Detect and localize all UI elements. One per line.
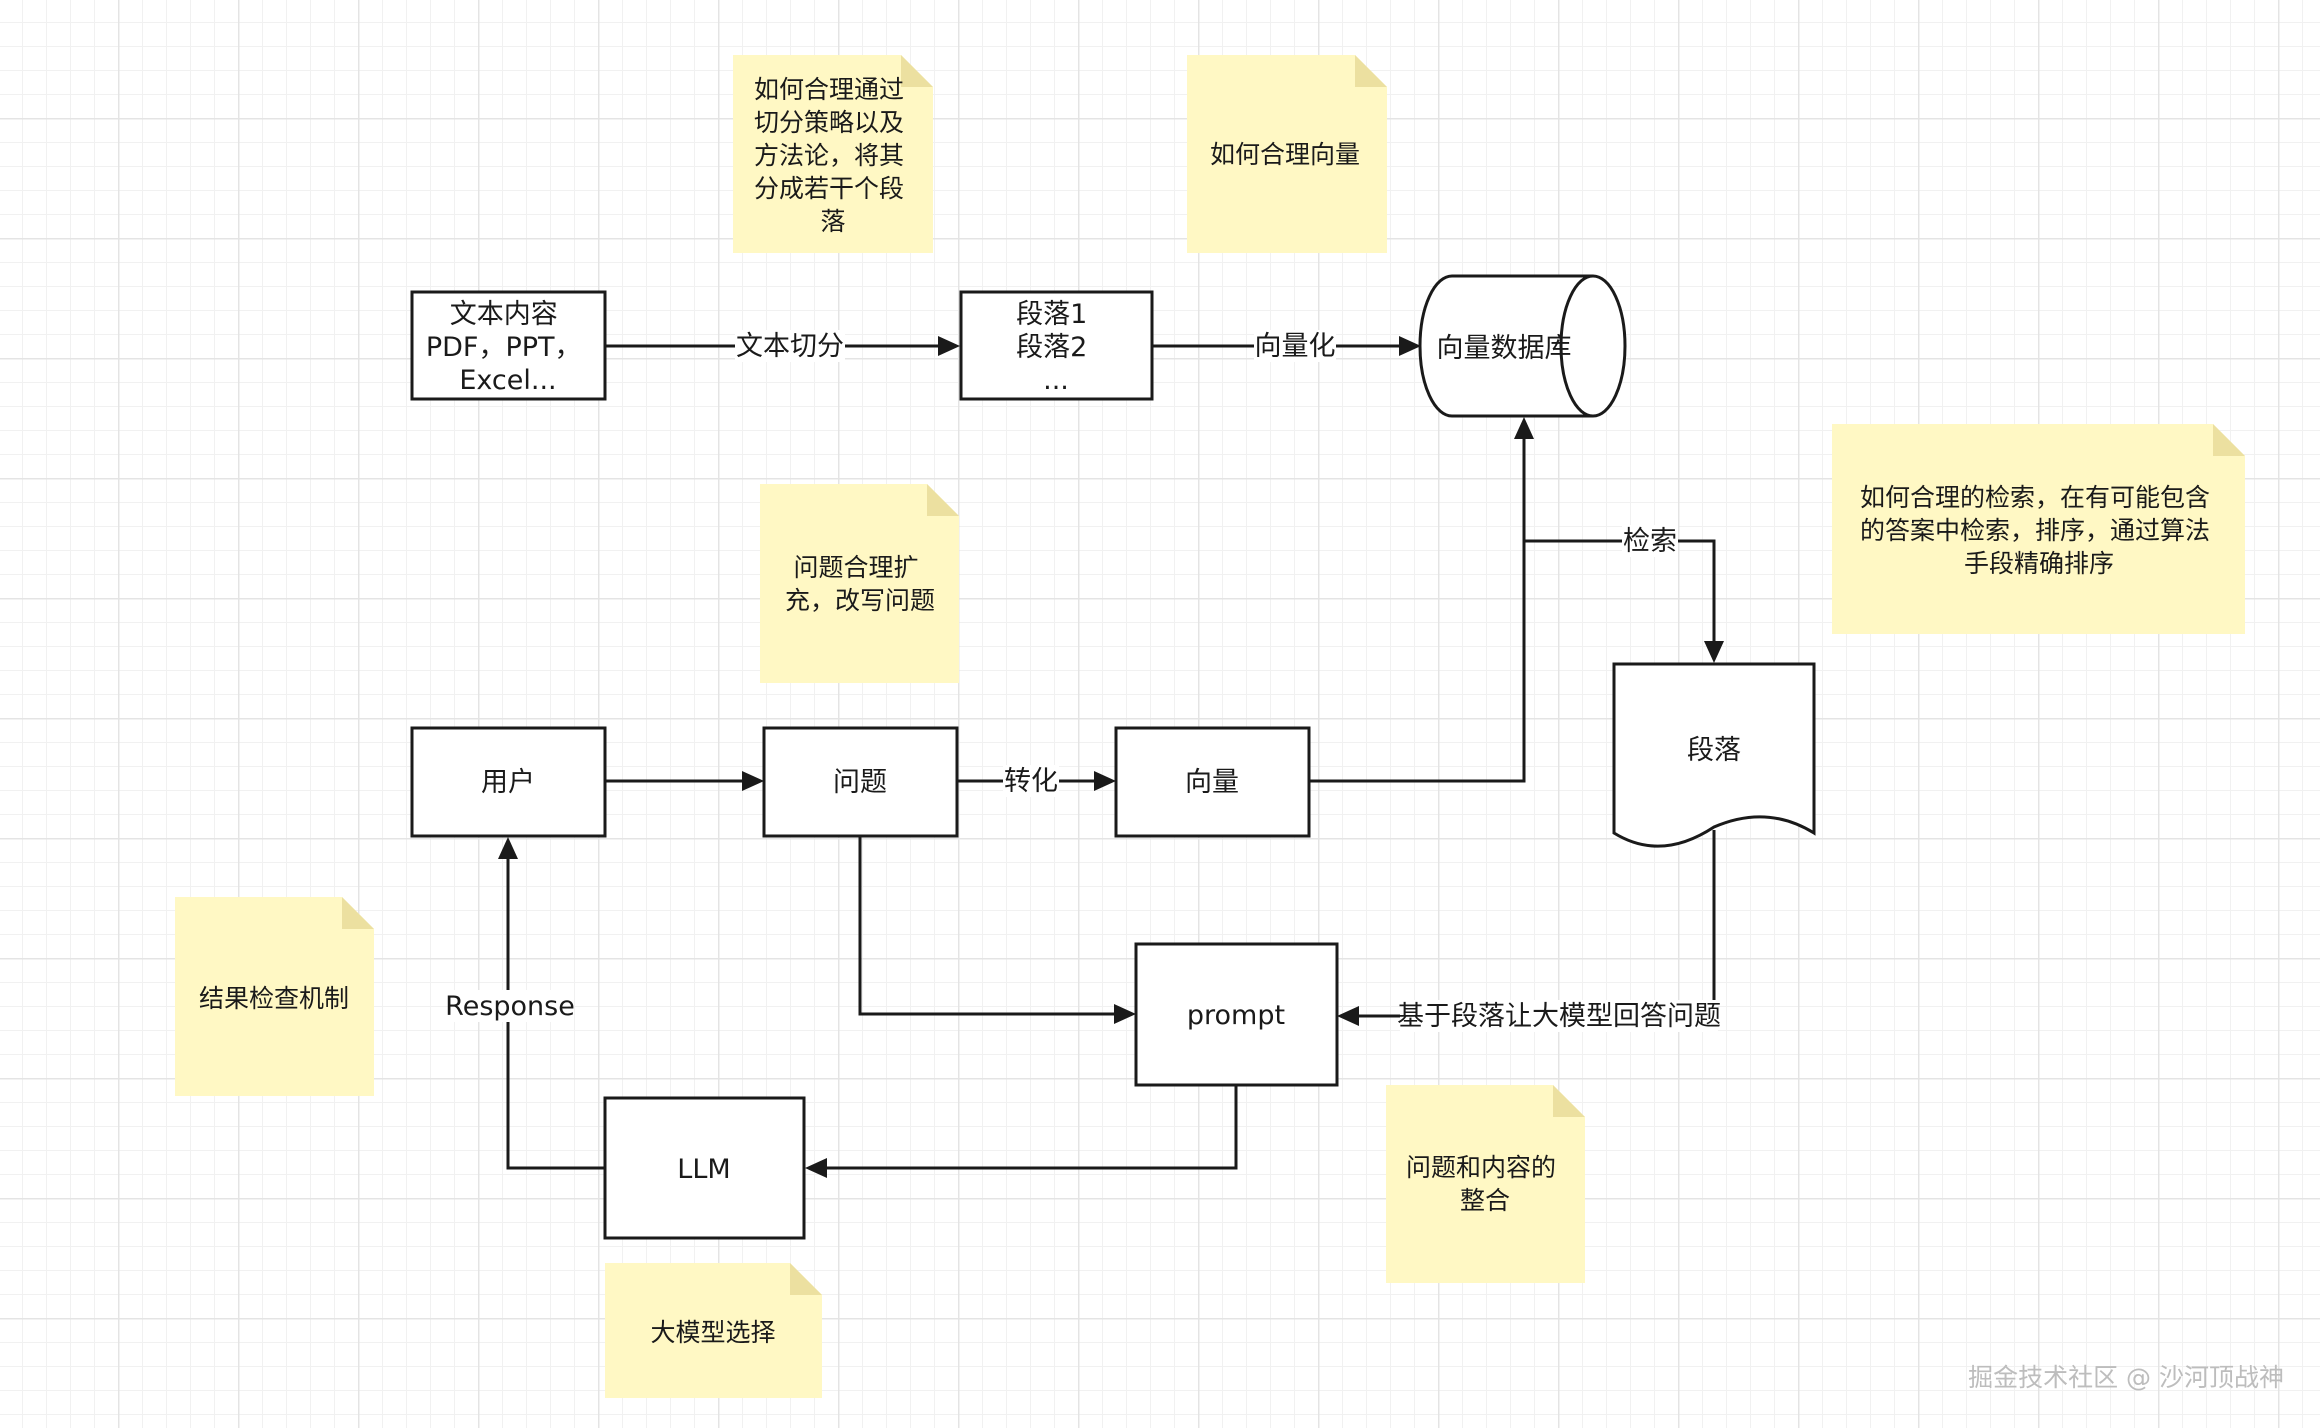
edge-answer-by-paragraph-label: 基于段落让大模型回答问题 <box>1397 1001 1721 1032</box>
node-text-content-line-3: Excel... <box>459 365 556 396</box>
note-retrieval-how-line-1: 如何合理的检索，在有可能包含 <box>1860 483 2210 512</box>
edge-text-split-label: 文本切分 <box>736 331 844 362</box>
node-paragraphs-line-2: 段落2 <box>1016 332 1087 363</box>
node-vector[interactable]: 向量 <box>1114 726 1311 838</box>
note-integration-line-2: 整合 <box>1460 1186 1510 1215</box>
node-user-label: 用户 <box>481 767 535 798</box>
svg-text:段落1 段落2 ...: 段落1 段落2 ... <box>1016 299 1096 396</box>
note-question-expand-line-1: 问题合理扩 <box>794 553 919 582</box>
note-result-check[interactable]: 结果检查机制 <box>175 897 374 1096</box>
note-vector-how-line-1: 如何合理向量 <box>1210 140 1360 169</box>
node-vector-db[interactable]: 向量数据库 <box>1418 274 1627 418</box>
node-text-content-line-1: 文本内容 <box>450 299 558 330</box>
svg-text:如何合理的检索，在有可能包含 的答案中检索，排序: 如何合理的检索，在有可能包含 的答案中检索，排序，通过算法 手段精确排序 <box>1860 483 2218 578</box>
note-retrieval-how-line-2: 的答案中检索，排序，通过算法 <box>1860 516 2210 545</box>
note-split-strategy-line-1: 如何合理通过 <box>754 75 904 104</box>
node-paragraphs[interactable]: 段落1 段落2 ... <box>959 290 1154 401</box>
note-model-choice[interactable]: 大模型选择 <box>605 1263 822 1398</box>
node-prompt-label: prompt <box>1187 1000 1285 1031</box>
edge-retrieve: 检索 <box>1524 525 1724 663</box>
edge-convert: 转化 <box>957 765 1116 797</box>
edge-response: Response <box>445 837 605 1170</box>
node-vector-db-label: 向量数据库 <box>1437 333 1572 364</box>
note-retrieval-how-line-3: 手段精确排序 <box>1964 549 2114 578</box>
node-llm-label: LLM <box>677 1154 730 1185</box>
edge-prompt-to-llm <box>805 1086 1238 1178</box>
node-prompt[interactable]: prompt <box>1134 942 1339 1087</box>
note-model-choice-line-1: 大模型选择 <box>650 1318 775 1347</box>
node-paragraph-doc[interactable]: 段落 <box>1612 662 1816 848</box>
note-result-check-line-1: 结果检查机制 <box>199 984 349 1013</box>
svg-text:问题和内容的 整合: 问题和内容的 整合 <box>1406 1153 1564 1215</box>
svg-text:如何合理向量: 如何合理向量 <box>1210 140 1360 169</box>
edge-vectorize: 向量化 <box>1152 330 1421 362</box>
edge-retrieve-label: 检索 <box>1623 526 1677 557</box>
note-question-expand[interactable]: 问题合理扩 充，改写问题 <box>760 484 959 683</box>
note-retrieval-how[interactable]: 如何合理的检索，在有可能包含 的答案中检索，排序，通过算法 手段精确排序 <box>1832 424 2245 634</box>
note-split-strategy[interactable]: 如何合理通过 切分策略以及 方法论，将其 分成若干个段 落 <box>733 55 933 253</box>
edge-vectorize-label: 向量化 <box>1255 331 1336 362</box>
node-paragraph-doc-label: 段落 <box>1687 735 1741 766</box>
watermark: 掘金技术社区 @ 沙河顶战神 <box>1968 1363 2284 1392</box>
node-user[interactable]: 用户 <box>410 726 607 838</box>
note-integration-line-1: 问题和内容的 <box>1406 1153 1556 1182</box>
edge-question-to-prompt <box>858 836 1136 1024</box>
edge-user-to-question <box>605 771 764 791</box>
node-paragraphs-line-1: 段落1 <box>1016 299 1087 330</box>
edge-text-split: 文本切分 <box>605 330 960 362</box>
edge-vector-to-db <box>1309 417 1534 783</box>
note-question-expand-line-2: 充，改写问题 <box>785 586 935 615</box>
node-llm[interactable]: LLM <box>603 1096 806 1240</box>
svg-text:文本内容 PDF，PPT， Exce: 文本内容 PDF，PPT， Excel... <box>426 299 590 396</box>
edge-response-label: Response <box>445 991 575 1022</box>
edge-convert-label: 转化 <box>1004 766 1058 797</box>
note-integration[interactable]: 问题和内容的 整合 <box>1386 1085 1585 1283</box>
node-text-content[interactable]: 文本内容 PDF，PPT， Excel... <box>410 290 607 401</box>
node-question[interactable]: 问题 <box>762 726 959 838</box>
node-paragraphs-line-3: ... <box>1043 365 1069 396</box>
note-split-strategy-line-2: 切分策略以及 <box>754 108 904 137</box>
node-question-label: 问题 <box>833 767 887 798</box>
svg-text:结果检查机制: 结果检查机制 <box>199 984 349 1013</box>
note-split-strategy-line-5: 落 <box>820 207 845 236</box>
edge-answer-by-paragraph: 基于段落让大模型回答问题 <box>1337 830 1721 1032</box>
svg-text:大模型选择: 大模型选择 <box>650 1318 775 1347</box>
svg-text:问题合理扩 充，改写问题: 问题合理扩 充，改写问题 <box>785 553 935 615</box>
node-vector-label: 向量 <box>1185 767 1239 798</box>
svg-text:如何合理通过 切分策略以及 方法论，: 如何合理通过 切分策略以及 方法论，将其 分成若干个段 落 <box>754 75 912 236</box>
note-vector-how[interactable]: 如何合理向量 <box>1187 55 1387 253</box>
note-split-strategy-line-3: 方法论，将其 <box>754 141 904 170</box>
note-split-strategy-line-4: 分成若干个段 <box>754 174 904 203</box>
node-text-content-line-2: PDF，PPT， <box>426 332 582 363</box>
